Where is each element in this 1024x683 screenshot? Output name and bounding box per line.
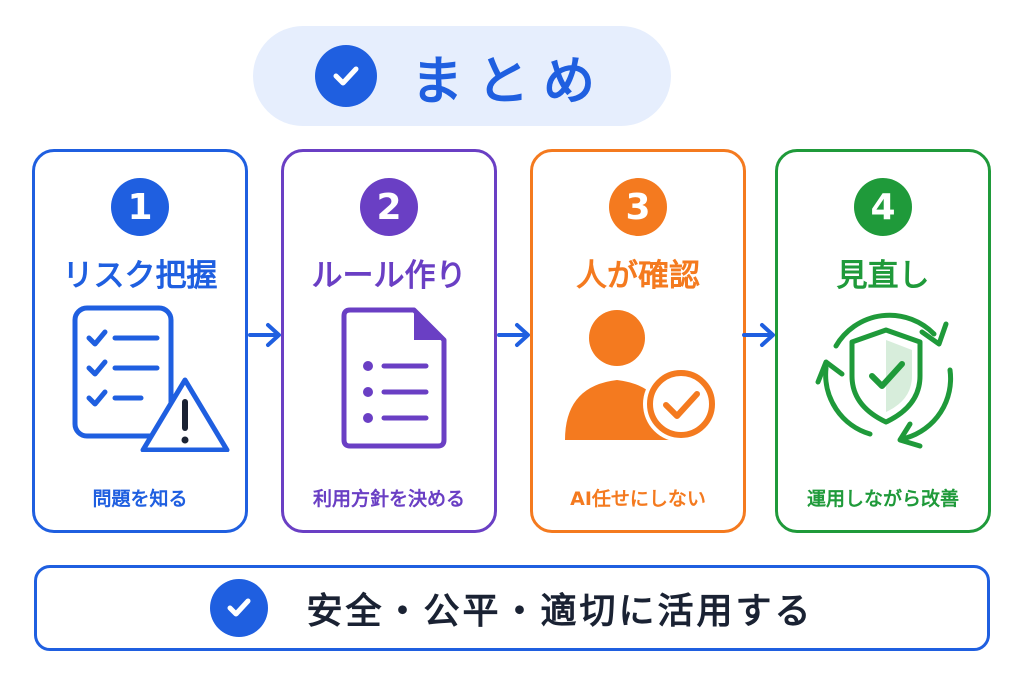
person-check-icon [565, 310, 719, 442]
step-title-1: リスク把握 [62, 258, 218, 294]
summary-text: 安全・公平・適切に活用する [306, 591, 814, 632]
step-card-1: 1 リスク把握 問題を知る [32, 149, 248, 533]
shield-cycle-icon [815, 312, 954, 449]
step-subtitle-4: 運用しながら改善 [806, 488, 959, 510]
step-number-3: 3 [609, 178, 667, 236]
step-number-2: 2 [360, 178, 418, 236]
check-icon [210, 579, 269, 637]
step-title-3: 人が確認 [576, 258, 700, 294]
step-number-1: 1 [111, 178, 169, 236]
step-card-2: 2 ルール作り 利用方針を決める [281, 149, 497, 533]
step-card-3: 3 人が確認 AI任せにしない [530, 149, 746, 533]
arrow-right-icon [742, 323, 775, 347]
summary-bar: 安全・公平・適切に活用する [34, 565, 990, 651]
step-title-4: 見直し [836, 258, 930, 294]
arrow-right-icon [248, 323, 281, 347]
document-list-icon [341, 307, 447, 449]
step-subtitle-1: 問題を知る [92, 488, 188, 510]
arrow-right-icon [497, 323, 530, 347]
page-title: まとめ [410, 51, 609, 112]
step-subtitle-3: AI任せにしない [570, 488, 706, 510]
step-subtitle-2: 利用方針を決める [312, 488, 465, 510]
step-title-2: ルール作り [311, 258, 467, 294]
title-banner: まとめ [253, 26, 671, 126]
checklist-warning-icon [72, 305, 230, 452]
step-card-4: 4 見直し 運用しながら改善 [775, 149, 991, 533]
step-number-4: 4 [854, 178, 912, 236]
check-icon [314, 45, 377, 107]
